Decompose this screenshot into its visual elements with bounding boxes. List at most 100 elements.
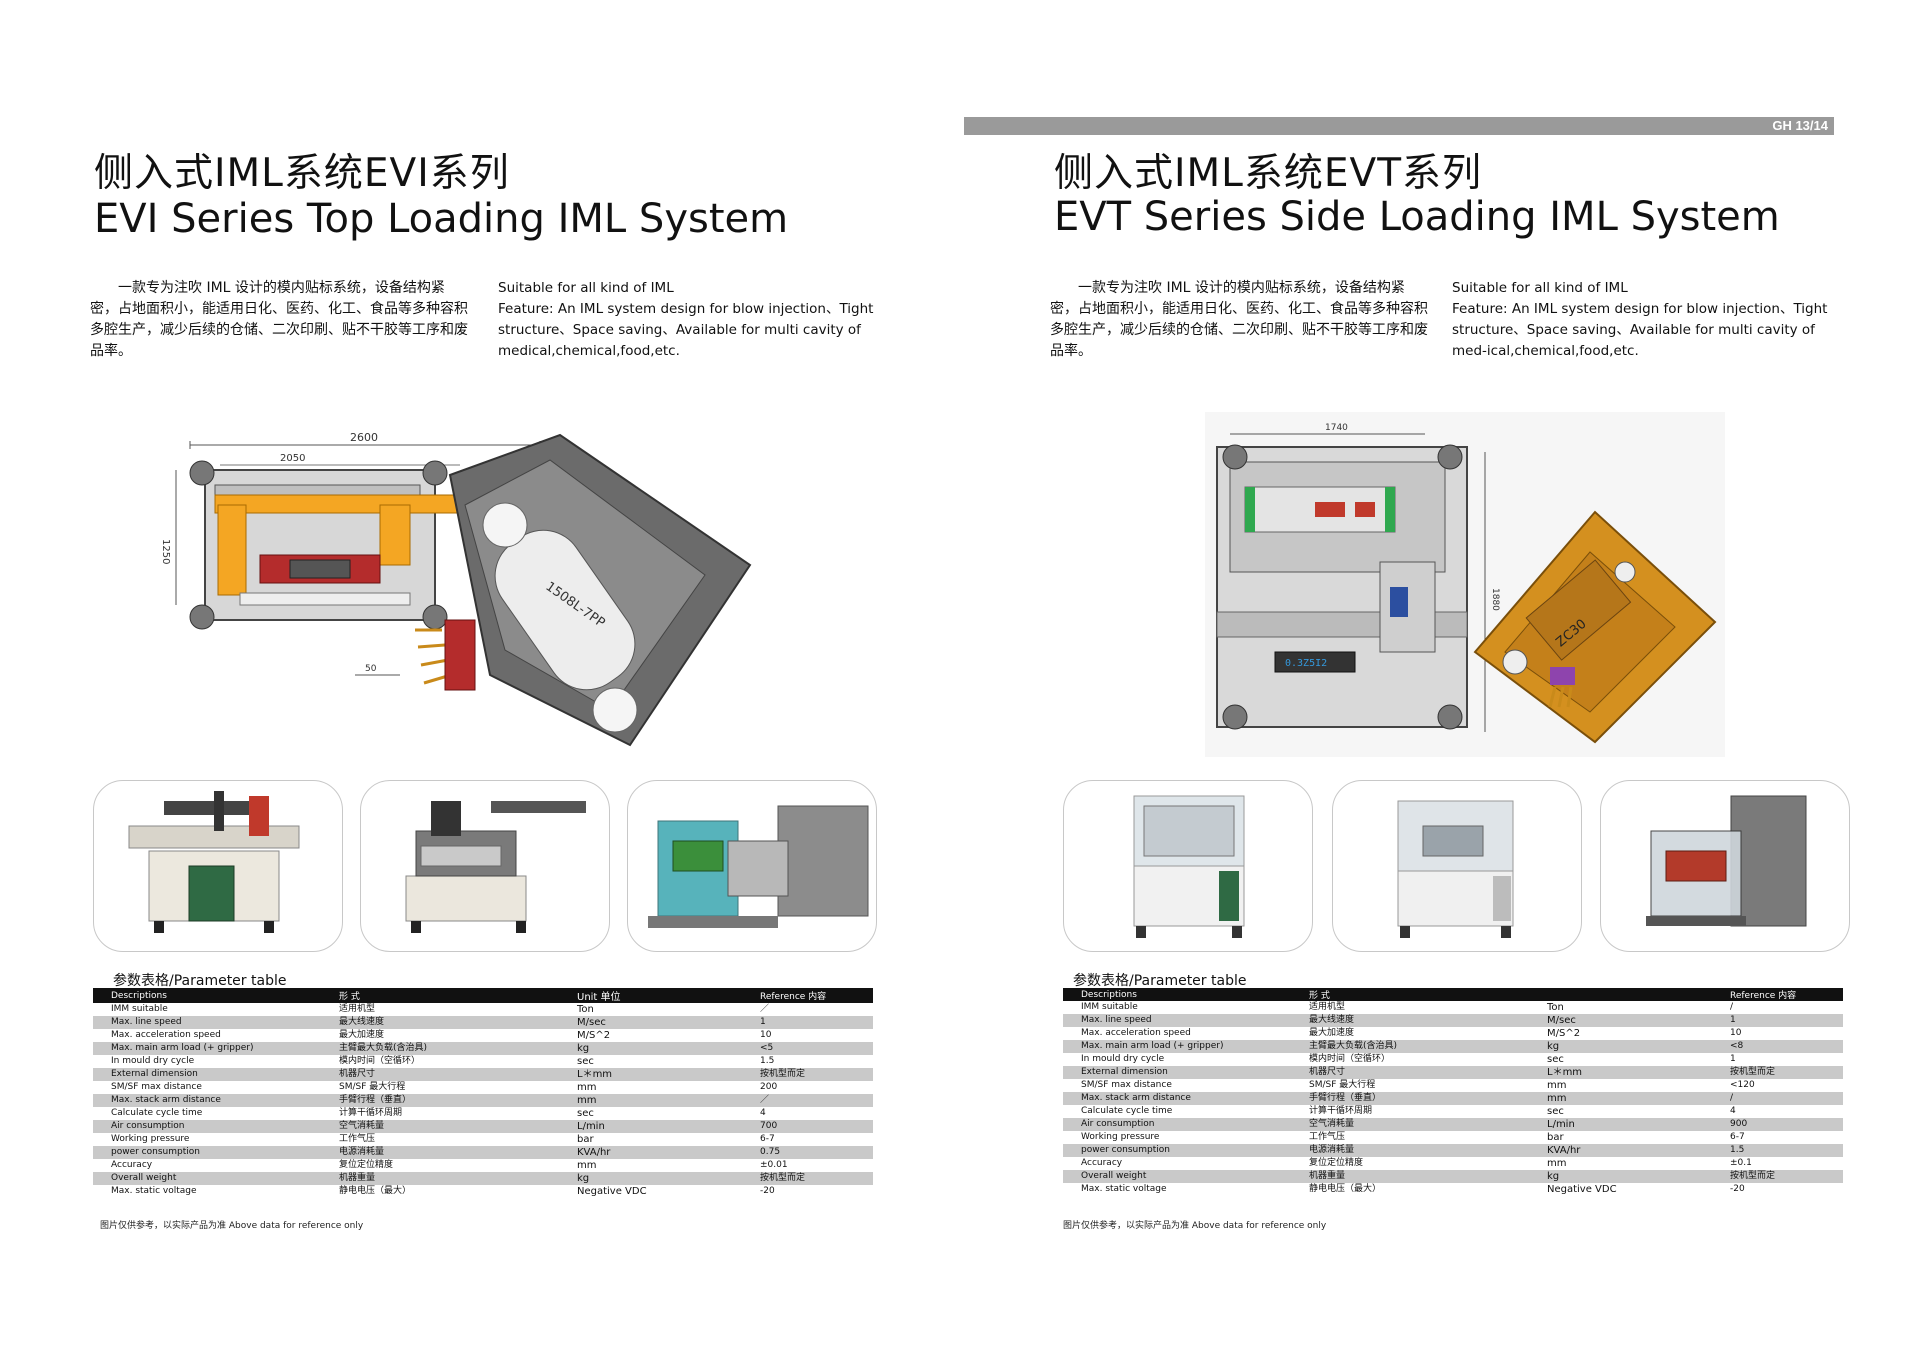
cell-reference: 0.75 (742, 1146, 873, 1159)
cell-reference: ／ (760, 1004, 770, 1014)
cell-form: 手臂行程（垂直） (321, 1094, 559, 1107)
cell-unit: L/min (1529, 1118, 1712, 1131)
header-reference: Reference 内容 (1712, 988, 1843, 1001)
cell-form: SM/SF 最大行程 (339, 1082, 406, 1092)
cell-description: Max. main arm load (+ gripper) (1063, 1040, 1291, 1053)
cell-form: 复位定位精度 (339, 1160, 394, 1170)
cell-description: power consumption (1063, 1144, 1291, 1157)
cell-unit: kg (1529, 1040, 1712, 1053)
cell-form: 工作气压 (339, 1134, 376, 1144)
cell-unit: kg (559, 1042, 742, 1055)
cell-reference: 6-7 (760, 1134, 775, 1144)
dim-side-label: 1880 (1490, 588, 1500, 611)
cell-reference: / (1712, 1092, 1843, 1105)
cell-form: 机器尺寸 (321, 1068, 559, 1081)
cell-reference: ±0.1 (1730, 1158, 1752, 1168)
cell-description: External dimension (1063, 1066, 1291, 1079)
cell-reference: ±0.01 (760, 1160, 788, 1170)
cell-description: Air consumption (93, 1120, 321, 1133)
cell-unit: L＊mm (1529, 1066, 1712, 1079)
evt-layout-drawing: 1740 1880 0.3Z5I2 ZC30 (1205, 412, 1725, 757)
reference-note: 图片仅供参考，以实际产品为准 Above data for reference … (100, 1221, 364, 1231)
dim-top-label: 2600 (350, 431, 378, 444)
cell-reference: 按机型而定 (1712, 1066, 1843, 1079)
cell-description: Max. static voltage (1081, 1184, 1167, 1194)
cell-description: Calculate cycle time (111, 1108, 203, 1118)
cell-form: 工作气压 (1309, 1132, 1346, 1142)
cell-form: SM/SF 最大行程 (1309, 1080, 1376, 1090)
evt-photo-1 (1063, 780, 1313, 952)
cell-unit: Ton (577, 1004, 594, 1015)
parameter-table: Descriptions 形 式 Unit 单位 Reference 内容 IM… (93, 988, 873, 1198)
dim-top-label: 1740 (1325, 423, 1348, 433)
cell-reference: 900 (1712, 1118, 1843, 1131)
cell-unit: mm (1547, 1080, 1567, 1091)
cell-description: Max. stack arm distance (93, 1094, 321, 1107)
cell-description: IMM suitable (1081, 1002, 1138, 1012)
cell-form: 手臂行程（垂直） (1291, 1092, 1529, 1105)
cell-unit: sec (1547, 1054, 1564, 1065)
header-form: 形 式 (1291, 988, 1529, 1001)
page-title-en: EVT Series Side Loading IML System (1054, 194, 1780, 240)
cell-description: IMM suitable (111, 1004, 168, 1014)
cell-form: 静电电压（最大） (339, 1186, 412, 1196)
description-en-line2: Feature: An IML system design for blow i… (1452, 301, 1828, 359)
cell-form: 最大加速度 (1309, 1028, 1355, 1038)
cell-unit: M/sec (559, 1016, 742, 1029)
evt-machine-image-2 (1397, 800, 1514, 938)
cell-description: In mould dry cycle (1081, 1054, 1165, 1064)
evt-photo-3 (1600, 780, 1850, 952)
cell-description: Max. acceleration speed (111, 1030, 221, 1040)
table-row: Max. main arm load (+ gripper)主臂最大负载(含治具… (1063, 1040, 1843, 1053)
cell-reference: 按机型而定 (1712, 1170, 1843, 1183)
cell-unit: Ton (1547, 1002, 1564, 1013)
description-en-line2: Feature: An IML system design for blow i… (498, 301, 874, 359)
cell-form: 计算干循环周期 (339, 1108, 403, 1118)
cell-unit: mm (1529, 1092, 1712, 1105)
cell-unit: KVA/hr (559, 1146, 742, 1159)
description-en-line1: Suitable for all kind of IML (498, 280, 674, 296)
cell-description: Calculate cycle time (1081, 1106, 1173, 1116)
cell-form: 主臂最大负载(含治具) (321, 1042, 559, 1055)
header-unit (1529, 988, 1712, 1001)
cell-form: 空气消耗量 (321, 1120, 559, 1133)
cell-form: 模内时间（空循环） (339, 1056, 421, 1066)
cell-description: SM/SF max distance (1081, 1080, 1172, 1090)
page-title-cn: 侧入式IML系统EVI系列 (94, 151, 510, 196)
evi-photo-2 (360, 780, 610, 952)
cell-description: Max. line speed (1063, 1014, 1291, 1027)
cell-unit: L＊mm (559, 1068, 742, 1081)
cell-form: 机器重量 (321, 1172, 559, 1185)
cell-description: Air consumption (1063, 1118, 1291, 1131)
cell-reference: 10 (1730, 1028, 1742, 1038)
cell-unit: L/min (559, 1120, 742, 1133)
page-number: GH 13/14 (1772, 118, 1828, 133)
cell-unit: M/S^2 (577, 1030, 611, 1041)
cell-reference: / (1730, 1002, 1734, 1012)
cell-description: Accuracy (111, 1160, 153, 1170)
table-header-row: Descriptions 形 式 Reference 内容 (1063, 988, 1843, 1001)
cell-reference: <5 (742, 1042, 873, 1055)
cell-reference: 200 (760, 1082, 778, 1092)
description-en: Suitable for all kind of IML Feature: An… (1452, 278, 1829, 362)
table-row: Max. main arm load (+ gripper)主臂最大负载(含治具… (93, 1042, 873, 1055)
cell-unit: Negative VDC (1547, 1184, 1617, 1195)
right-page: GH 13/14 侧入式IML系统EVT系列 EVT Series Side L… (960, 0, 1920, 1358)
header-descriptions: Descriptions (93, 988, 321, 1003)
header-descriptions: Descriptions (1063, 988, 1291, 1001)
cell-description: Overall weight (1063, 1170, 1291, 1183)
cell-description: power consumption (93, 1146, 321, 1159)
cell-unit: M/S^2 (1547, 1028, 1581, 1039)
cell-form: 最大加速度 (339, 1030, 385, 1040)
